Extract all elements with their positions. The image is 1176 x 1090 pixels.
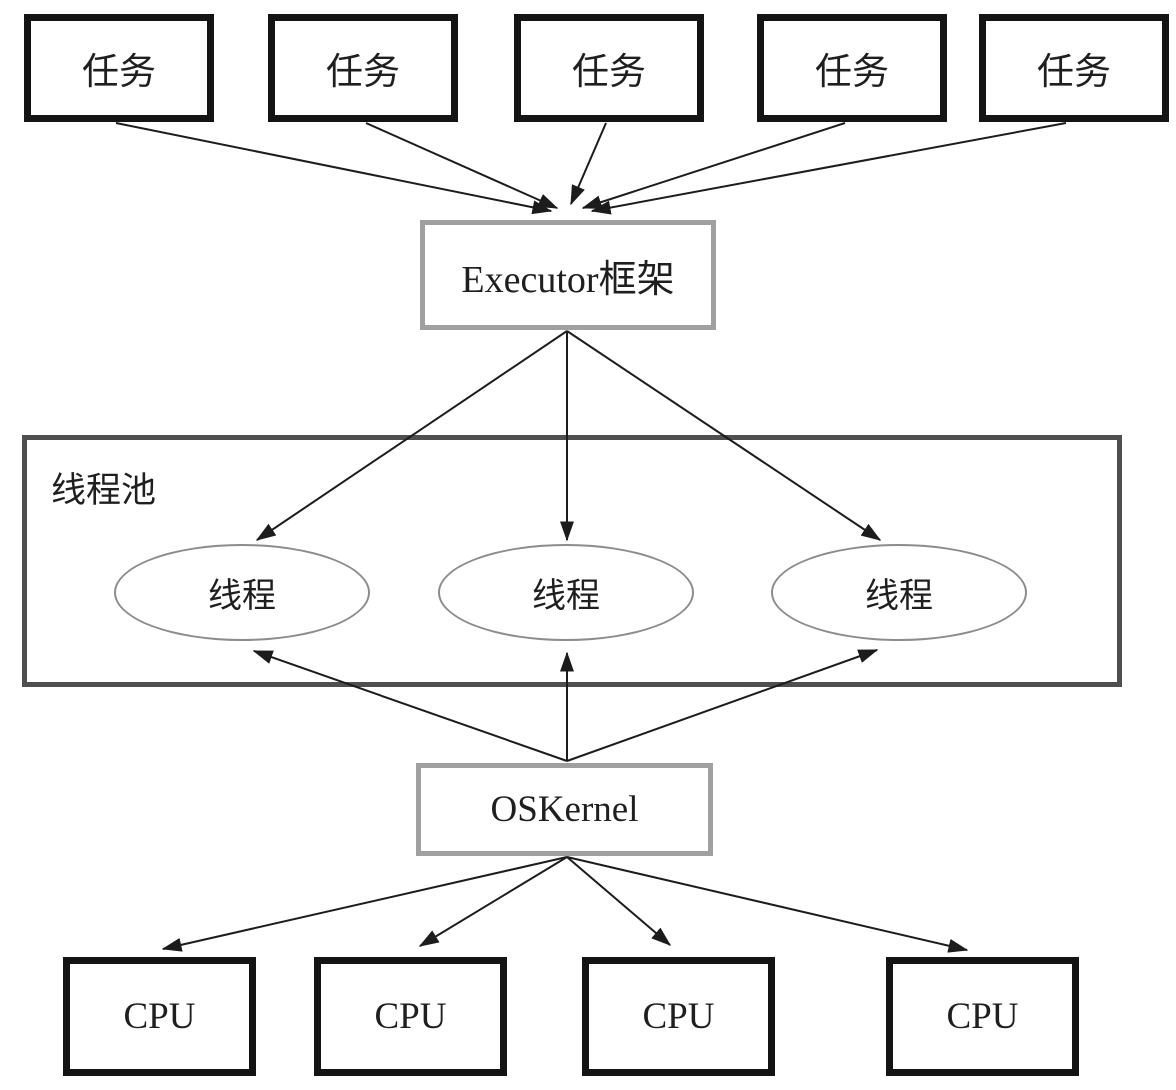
node-cpu-3-label: CPU (642, 996, 715, 1037)
node-cpu-2-label: CPU (374, 996, 447, 1037)
node-os-kernel-label: OSKernel (490, 789, 639, 830)
node-task-3-label: 任务 (572, 52, 646, 93)
node-thread-1-label: 线程 (208, 578, 276, 615)
node-cpu-1-label: CPU (123, 996, 196, 1037)
node-thread-1: 线程 (114, 544, 370, 641)
arrow-oskernel-to-cpu2 (418, 856, 568, 947)
node-os-kernel: OSKernel (416, 763, 713, 856)
node-task-1: 任务 (24, 14, 214, 122)
node-thread-3: 线程 (771, 544, 1027, 641)
node-task-5-label: 任务 (1037, 52, 1111, 93)
node-task-4-label: 任务 (815, 52, 889, 93)
node-cpu-4: CPU (886, 957, 1079, 1076)
node-cpu-4-label: CPU (946, 996, 1019, 1037)
node-task-3: 任务 (514, 14, 704, 122)
thread-pool-label: 线程池 (51, 471, 157, 510)
node-cpu-2: CPU (314, 957, 507, 1076)
node-task-4: 任务 (757, 14, 947, 122)
node-task-2-label: 任务 (326, 52, 400, 93)
node-executor-framework: Executor框架 (420, 220, 716, 330)
node-thread-2: 线程 (438, 544, 694, 641)
arrow-oskernel-to-cpu1 (161, 856, 568, 952)
node-thread-3-label: 线程 (865, 578, 933, 615)
node-task-5: 任务 (979, 14, 1169, 122)
node-cpu-3: CPU (582, 957, 775, 1076)
arrow-task2-to-executor (365, 122, 559, 209)
arrow-oskernel-to-cpu3 (566, 856, 672, 946)
arrow-task4-to-executor (581, 122, 846, 209)
node-executor-framework-label: Executor框架 (461, 258, 675, 301)
arrow-task3-to-executor (570, 122, 607, 206)
node-thread-2-label: 线程 (532, 578, 600, 615)
node-task-1-label: 任务 (82, 52, 156, 93)
arrow-oskernel-to-cpu4 (566, 856, 969, 953)
node-cpu-1: CPU (63, 957, 256, 1076)
arrow-task5-to-executor (590, 122, 1067, 215)
node-task-2: 任务 (268, 14, 458, 122)
arrow-task1-to-executor (115, 122, 553, 215)
